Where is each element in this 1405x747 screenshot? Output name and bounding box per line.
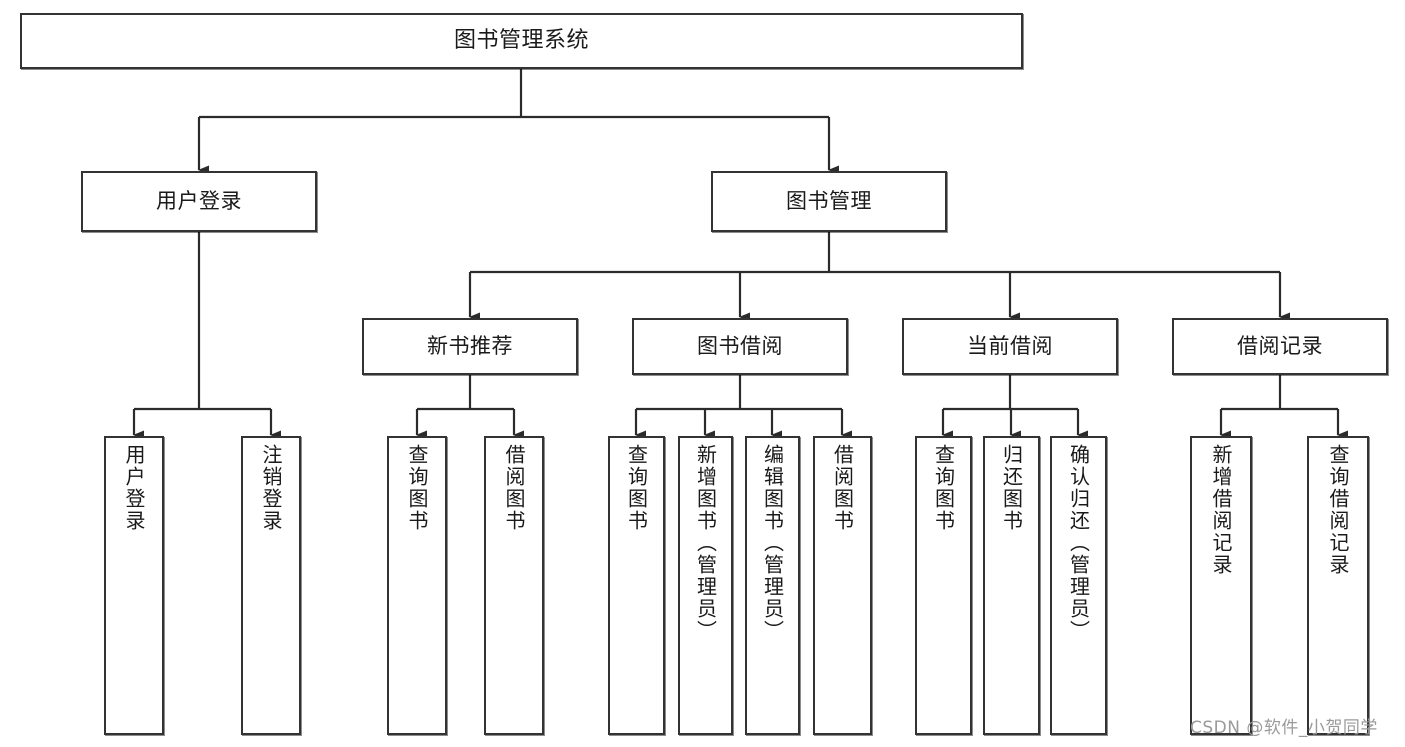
node-label: 编辑图书（管理员） [760,444,785,642]
node-new-book-recommendation[interactable]: 新书推荐 [362,318,578,375]
node-current-borrow[interactable]: 当前借阅 [902,318,1118,375]
node-leaf-query-book-borrow[interactable]: 查询图书 [608,436,665,735]
node-leaf-query-book-current[interactable]: 查询图书 [915,436,972,735]
node-label: 归还图书 [999,444,1024,532]
node-label: 借阅图书 [830,444,855,532]
node-label: 查询图书 [624,444,649,532]
node-label: 确认归还（管理员） [1066,444,1091,642]
node-leaf-confirm-return-admin[interactable]: 确认归还（管理员） [1050,436,1107,735]
node-label: 图书借阅 [697,334,783,359]
node-borrow-record[interactable]: 借阅记录 [1172,318,1388,375]
node-leaf-add-book-admin[interactable]: 新增图书（管理员） [678,436,733,735]
node-label: 图书管理 [786,189,872,214]
node-book-borrow[interactable]: 图书借阅 [632,318,848,375]
node-leaf-user-login[interactable]: 用户登录 [104,436,164,735]
node-leaf-edit-book-admin[interactable]: 编辑图书（管理员） [745,436,800,735]
node-label: 新增图书（管理员） [693,444,718,642]
node-user-login[interactable]: 用户登录 [81,171,317,232]
node-leaf-query-borrow-record[interactable]: 查询借阅记录 [1307,436,1369,735]
node-leaf-add-borrow-record[interactable]: 新增借阅记录 [1190,436,1252,735]
node-root-system[interactable]: 图书管理系统 [20,13,1023,69]
node-label: 用户登录 [156,189,242,214]
node-leaf-user-logout[interactable]: 注销登录 [241,436,301,735]
node-label: 当前借阅 [967,334,1053,359]
node-book-manage[interactable]: 图书管理 [711,171,947,232]
node-label: 新书推荐 [427,334,513,359]
node-label: 查询图书 [405,444,429,532]
node-label: 查询图书 [931,444,956,532]
node-label: 新增借阅记录 [1209,444,1233,576]
node-leaf-return-book[interactable]: 归还图书 [983,436,1040,735]
watermark-text: CSDN @软件_小贺同学 [1190,718,1378,738]
node-leaf-borrow-book[interactable]: 借阅图书 [813,436,872,735]
node-leaf-borrow-book-recommend[interactable]: 借阅图书 [484,436,544,735]
node-label: 注销登录 [259,444,283,532]
node-label: 借阅记录 [1237,334,1323,359]
node-leaf-query-book-recommend[interactable]: 查询图书 [387,436,447,735]
node-label: 图书管理系统 [453,28,589,54]
node-label: 借阅图书 [502,444,526,532]
node-label: 查询借阅记录 [1326,444,1350,576]
node-label: 用户登录 [122,444,146,532]
